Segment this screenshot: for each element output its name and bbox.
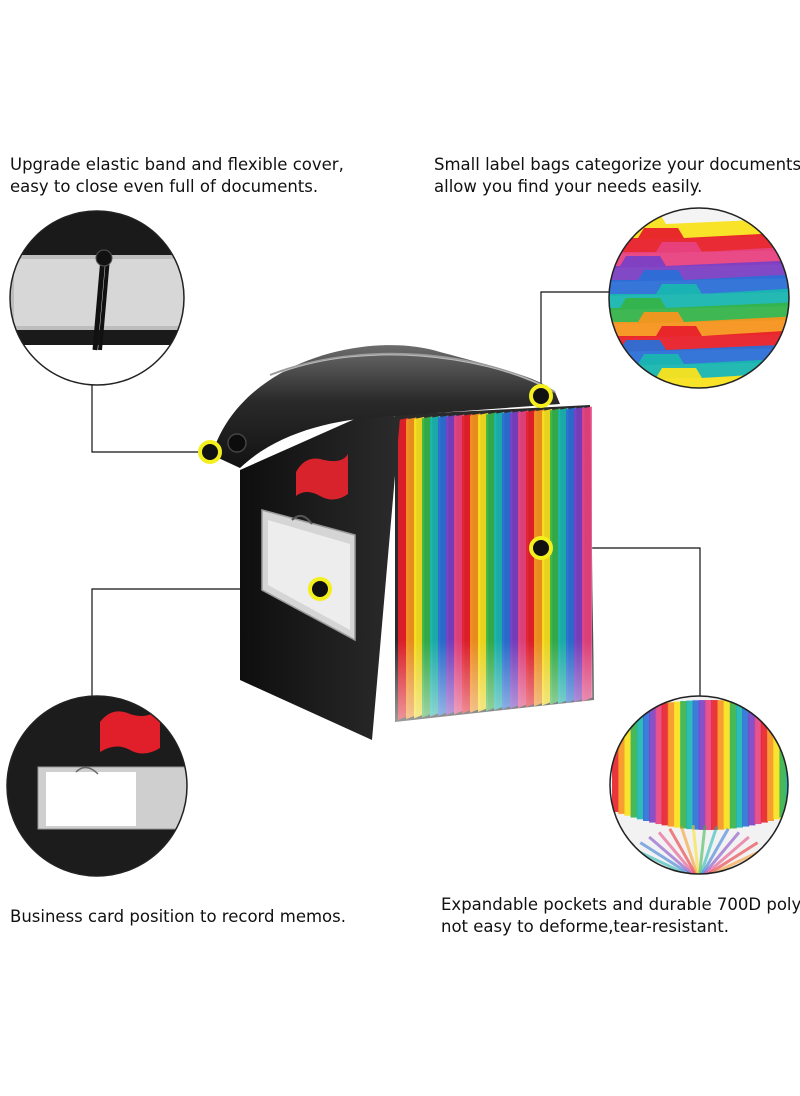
caption-elastic-band: Upgrade elastic band and flexible cover,… [10, 154, 344, 198]
caption-line: easy to close even full of documents. [10, 177, 319, 196]
marker-dot-elastic [198, 440, 222, 464]
label-window [261, 509, 356, 642]
caption-label-bags: Small label bags categorize your documen… [434, 154, 800, 198]
marker-dot-expandable [529, 536, 553, 560]
folder-cover [212, 345, 560, 468]
detail-circle-expandable [609, 695, 789, 875]
leader-line-label-bags [540, 291, 609, 396]
leader-line-elastic [91, 380, 210, 453]
elastic-button [227, 433, 247, 453]
detail-circle-elastic [9, 210, 185, 386]
caption-line: Small label bags categorize your documen… [434, 155, 800, 174]
leader-line-expandable [541, 547, 701, 696]
caption-line: not easy to deforme,tear-resistant. [441, 917, 729, 936]
marker-dot-label-bags [529, 384, 553, 408]
caption-line: Upgrade elastic band and flexible cover, [10, 155, 344, 174]
caption-business-card: Business card position to record memos. [10, 906, 346, 928]
detail-circle-business-card [6, 695, 188, 877]
caption-line: allow you find your needs easily. [434, 177, 703, 196]
caption-expandable: Expandable pockets and durable 700D poly… [441, 894, 800, 938]
marker-dot-business-card [308, 577, 332, 601]
accordion-file-folder [212, 345, 595, 740]
caption-line: Expandable pockets and durable 700D poly… [441, 895, 800, 914]
handle-cutout [296, 454, 348, 500]
detail-circle-label-tabs [608, 207, 790, 389]
caption-line: Business card position to record memos. [10, 907, 346, 926]
colored-pockets [395, 406, 595, 725]
marker-dots [198, 384, 553, 601]
